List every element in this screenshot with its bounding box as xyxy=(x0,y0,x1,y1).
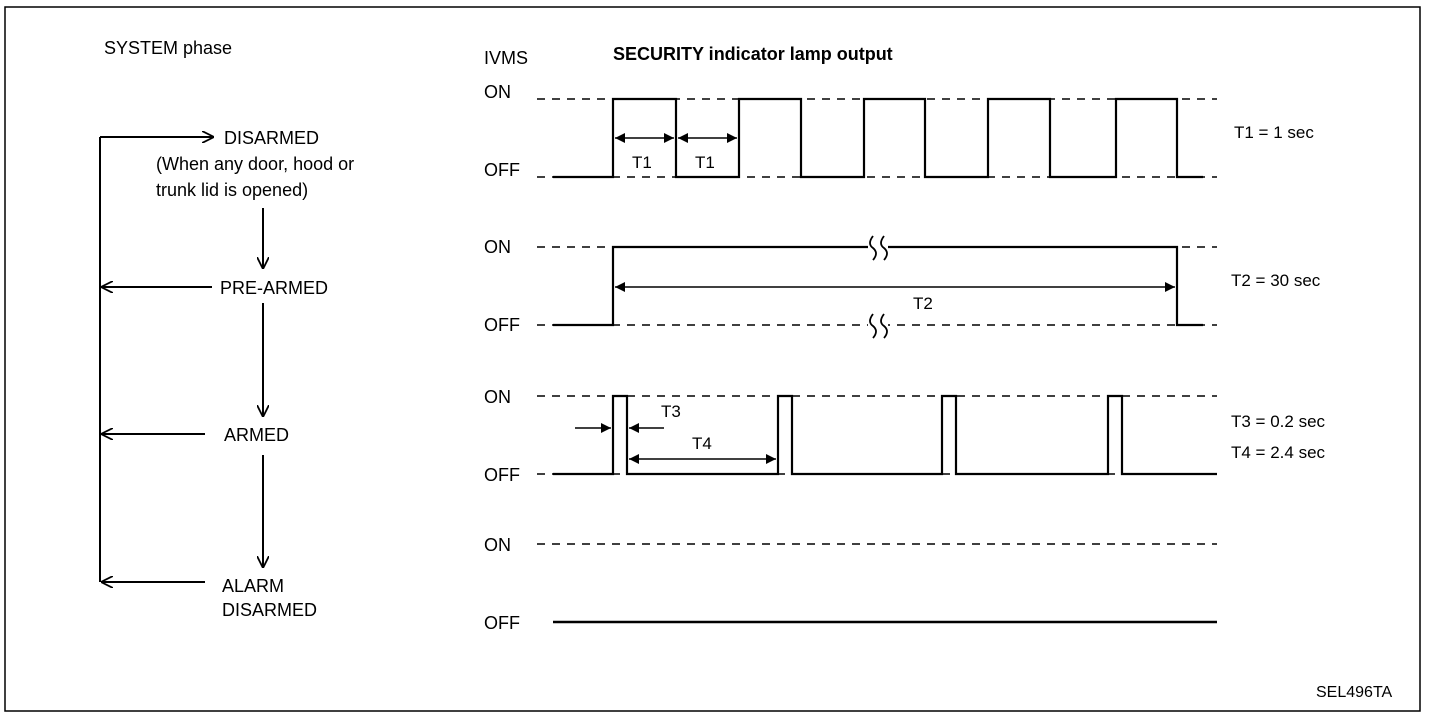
row4-on-label: ON xyxy=(484,535,511,555)
row2-waveform xyxy=(553,245,1203,327)
break-mark-top xyxy=(869,235,888,261)
t1-value: T1 = 1 sec xyxy=(1234,123,1314,142)
break-gap-top xyxy=(868,238,888,256)
phase-alarm: ALARM xyxy=(222,576,284,596)
t4-label: T4 xyxy=(692,434,712,453)
row2-off-label: OFF xyxy=(484,315,520,335)
t2-label: T2 xyxy=(913,294,933,313)
row4-off-label: OFF xyxy=(484,613,520,633)
row2-on-label: ON xyxy=(484,237,511,257)
t1-label-b: T1 xyxy=(695,153,715,172)
lamp-output-heading: SECURITY indicator lamp output xyxy=(613,44,893,64)
t3-value: T3 = 0.2 sec xyxy=(1231,412,1326,431)
row3-off-label: OFF xyxy=(484,465,520,485)
figure-code: SEL496TA xyxy=(1316,684,1393,701)
row3-on-label: ON xyxy=(484,387,511,407)
row1-off-label: OFF xyxy=(484,160,520,180)
break-mark-bottom xyxy=(869,313,888,339)
phase-disarmed: DISARMED xyxy=(224,128,319,148)
t2-value: T2 = 30 sec xyxy=(1231,271,1321,290)
figure-frame xyxy=(4,6,1421,712)
break-gap-bottom xyxy=(868,316,888,334)
row1-waveform xyxy=(553,97,1203,179)
t3-label: T3 xyxy=(661,402,681,421)
phase-alarm-disarmed: DISARMED xyxy=(222,600,317,620)
ivms-heading: IVMS xyxy=(484,48,528,68)
row1-on-label: ON xyxy=(484,82,511,102)
phase-pre-armed: PRE-ARMED xyxy=(220,278,328,298)
t1-label-a: T1 xyxy=(632,153,652,172)
system-phase-heading: SYSTEM phase xyxy=(104,38,232,58)
phase-disarmed-note-1: (When any door, hood or xyxy=(156,154,354,174)
phase-armed: ARMED xyxy=(224,425,289,445)
phase-disarmed-note-2: trunk lid is opened) xyxy=(156,180,308,200)
row3-waveform xyxy=(553,394,1217,476)
t4-value: T4 = 2.4 sec xyxy=(1231,443,1326,462)
